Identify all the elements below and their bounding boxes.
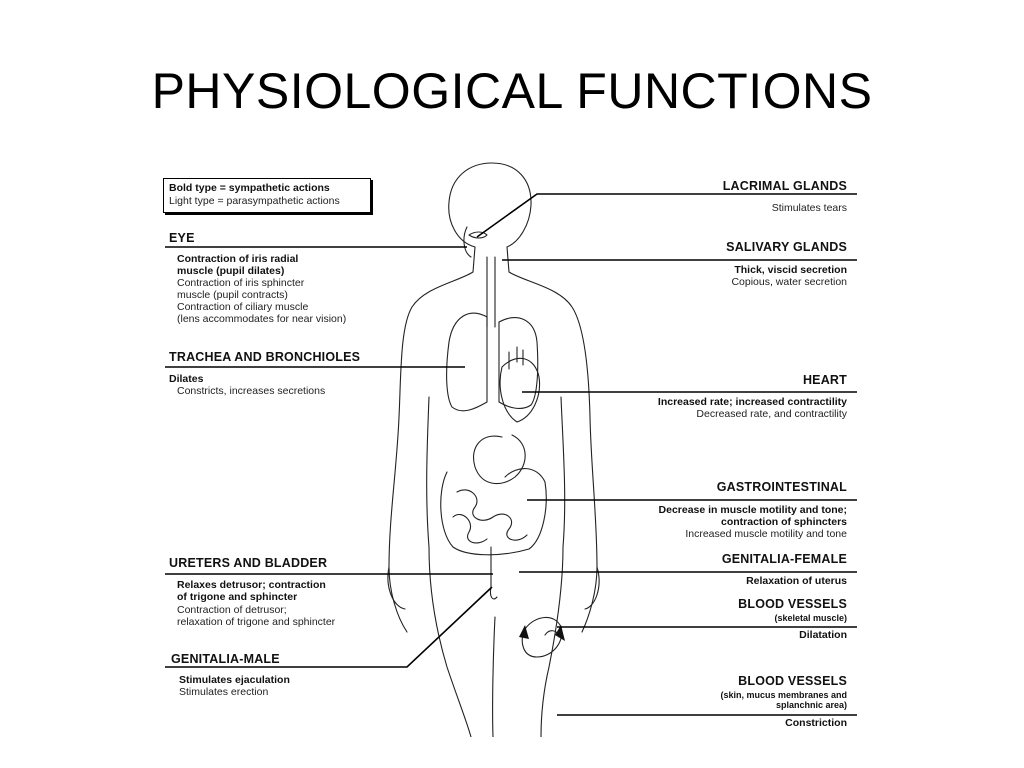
eye-para-3: Contraction of ciliary muscle	[177, 301, 309, 313]
gastro-para: Increased muscle motility and tone	[685, 528, 847, 540]
leader-genitalia-male	[165, 586, 493, 668]
genitalia-male-heading: GENITALIA-MALE	[171, 652, 280, 666]
genitalia-male-sym: Stimulates ejaculation	[179, 674, 290, 686]
torso-outline	[388, 246, 476, 633]
eye-sym-1: Contraction of iris radial	[177, 253, 299, 265]
trachea-para: Constricts, increases secretions	[177, 385, 326, 397]
ureters-para-1: Contraction of detrusor;	[177, 604, 287, 616]
eye-para-2: muscle (pupil contracts)	[177, 289, 288, 301]
genitalia-female-sym: Relaxation of uterus	[746, 575, 847, 587]
ureters-heading: URETERS AND BLADDER	[169, 556, 328, 570]
gastro-sym-2: contraction of sphincters	[720, 516, 847, 528]
salivary-para: Copious, water secretion	[731, 276, 847, 288]
blood-skin-heading: BLOOD VESSELS	[738, 674, 847, 688]
heart-sym: Increased rate; increased contractility	[657, 396, 847, 408]
lung-right	[498, 317, 539, 409]
body-illustration	[165, 162, 857, 737]
blood-skin-sym: Constriction	[785, 717, 847, 729]
trachea-sym: Dilates	[169, 373, 204, 385]
lacrimal-heading: LACRIMAL GLANDS	[722, 179, 847, 193]
muscle-detail	[521, 616, 563, 658]
genitalia-male-para: Stimulates erection	[179, 686, 269, 698]
legend-bold: Bold type = sympathetic actions	[169, 182, 330, 194]
slide-title: PHYSIOLOGICAL FUNCTIONS	[151, 63, 873, 119]
heart-heading: HEART	[802, 373, 847, 387]
blood-skeletal-heading: BLOOD VESSELS	[738, 597, 847, 611]
lung-left	[446, 312, 488, 412]
ureters-para-2: relaxation of trigone and sphincter	[177, 616, 336, 628]
intestines-detail	[440, 468, 547, 556]
blood-skin-sub-1: (skin, mucus membranes and	[720, 690, 847, 700]
ureters-sym-2: of trigone and sphincter	[177, 591, 298, 603]
lacrimal-para: Stimulates tears	[771, 202, 847, 214]
stomach-detail	[473, 434, 526, 485]
eye-para-4: (lens accommodates for near vision)	[177, 313, 347, 325]
leader-lacrimal	[476, 193, 857, 238]
trachea-heading: TRACHEA AND BRONCHIOLES	[169, 350, 361, 364]
autonomic-diagram: Bold type = sympathetic actions Light ty…	[157, 147, 875, 737]
gastro-sym-1: Decrease in muscle motility and tone;	[658, 504, 847, 516]
eye-sym-2: muscle (pupil dilates)	[177, 265, 285, 277]
salivary-heading: SALIVARY GLANDS	[726, 240, 847, 254]
genitalia-female-heading: GENITALIA-FEMALE	[721, 552, 847, 566]
eye-detail	[468, 231, 488, 239]
eye-heading: EYE	[169, 231, 195, 245]
salivary-sym: Thick, viscid secretion	[734, 264, 847, 276]
head-outline	[448, 162, 532, 248]
heart-detail	[499, 357, 541, 423]
legend-light: Light type = parasympathetic actions	[169, 195, 340, 207]
blood-skeletal-sub: (skeletal muscle)	[774, 613, 847, 623]
blood-skeletal-sym: Dilatation	[799, 629, 847, 641]
ureters-sym-1: Relaxes detrusor; contraction	[177, 579, 326, 591]
heart-para: Decreased rate, and contractility	[696, 408, 847, 420]
gastro-heading: GASTROINTESTINAL	[716, 480, 847, 494]
trachea-detail	[486, 256, 496, 328]
eye-para-1: Contraction of iris sphincter	[177, 277, 305, 289]
blood-skin-sub-2: splanchnic area)	[775, 700, 847, 710]
legend-box: Bold type = sympathetic actions Light ty…	[163, 178, 371, 213]
